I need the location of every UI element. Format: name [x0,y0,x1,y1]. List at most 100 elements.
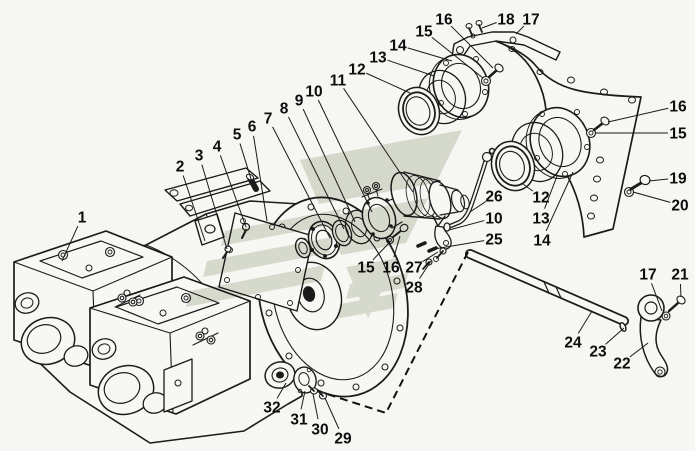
bottom-flange-parts [264,361,328,400]
flange-set-lower [490,106,651,198]
dashed-boundary [326,251,469,415]
leader-32 [276,382,287,399]
callout-26: 26 [485,189,503,206]
lever-washer [661,311,671,321]
leader-11 [343,88,414,193]
callout-9: 9 [295,93,304,110]
retaining-clip [619,322,627,332]
oil-pipe [443,147,496,232]
leader-10-fork [448,220,485,231]
leader-4 [219,155,247,228]
callout-3: 3 [195,148,204,165]
leader-15-shaft [372,241,391,261]
callout-10-shaft: 10 [305,84,322,101]
adapter-plate-holes [508,46,636,220]
fork-bolts [422,247,447,270]
callout-18: 18 [497,12,515,29]
leader-23 [605,327,625,345]
leader-29 [324,397,340,430]
callout-6: 6 [248,119,257,136]
callout-2: 2 [176,159,185,176]
callout-5: 5 [233,127,242,144]
shift-fork [432,215,452,250]
callout-12-plate: 12 [532,190,549,207]
leader-3 [201,164,228,250]
pins [416,241,438,253]
leader-16-shaft [393,235,401,258]
leader-13-plate [544,175,558,209]
flange-set-upper [397,53,504,136]
callout-14-top: 14 [389,38,407,55]
callout-10-fork: 10 [485,211,502,228]
callout-16-top: 16 [435,12,453,29]
top-strap-bracket [451,20,561,61]
callout-16-right: 16 [669,99,687,116]
leader-6 [253,135,268,222]
leader-13-top [387,59,435,77]
leader-25 [433,240,485,250]
bolt-19-washer-20 [623,174,651,198]
leader-15-top [431,36,484,79]
watermark-logo [186,130,462,319]
leader-17-top [515,25,525,35]
callout-21: 21 [671,267,689,284]
callout-24: 24 [564,335,582,352]
control-rockers [114,289,219,346]
bolt [494,63,504,73]
leader-9 [302,108,356,223]
hydraulic-pump-front [89,276,251,416]
mounting-brackets [164,167,271,217]
strap-bolts [465,20,483,39]
leader-2 [182,175,206,242]
leader-20 [632,191,671,203]
callout-13-top: 13 [369,50,387,67]
callout-16-shaft: 16 [382,260,400,277]
leader-19 [648,178,669,182]
leader-14-top [407,47,453,62]
leader-1 [61,225,79,262]
leader-10-shaft [317,99,373,213]
leader-12-top [365,72,411,94]
callout-13-plate: 13 [532,211,550,228]
leader-8 [287,116,345,230]
callout-15-top: 15 [415,24,433,41]
bolt [600,116,610,126]
callout-27: 27 [405,260,422,277]
callout-17-top: 17 [522,12,539,29]
leader-30 [312,393,319,420]
callout-17-lever: 17 [639,267,656,284]
bell-crank-lever [637,294,669,378]
leader-16-right [607,107,669,123]
leader-16-top [450,25,494,69]
callout-32: 32 [263,400,280,417]
leader-26 [469,201,486,213]
leader-5 [239,143,253,183]
callout-4: 4 [213,139,222,156]
callout-14-plate: 14 [533,233,551,250]
callout-19: 19 [669,171,687,188]
callout-29: 29 [334,431,352,448]
control-rod-and-lever [465,249,686,378]
leader-22 [629,342,649,358]
callout-28: 28 [405,280,423,297]
lever-bolt [676,295,686,305]
leader-12-plate [522,183,534,192]
leader-24 [577,310,593,334]
callout-31: 31 [290,412,308,429]
leader-14-plate [545,171,574,232]
callout-15-right: 15 [669,126,687,143]
leader-28 [419,260,432,279]
callout-23: 23 [589,344,607,361]
callout-22: 22 [613,356,630,373]
callout-25: 25 [485,232,503,249]
callout-8: 8 [280,101,289,118]
leader-17-lever [651,283,663,312]
callout-1: 1 [78,210,87,227]
leader-31 [300,390,306,410]
washer [480,75,492,87]
callout-11: 11 [330,73,347,90]
leader-27 [422,251,439,263]
